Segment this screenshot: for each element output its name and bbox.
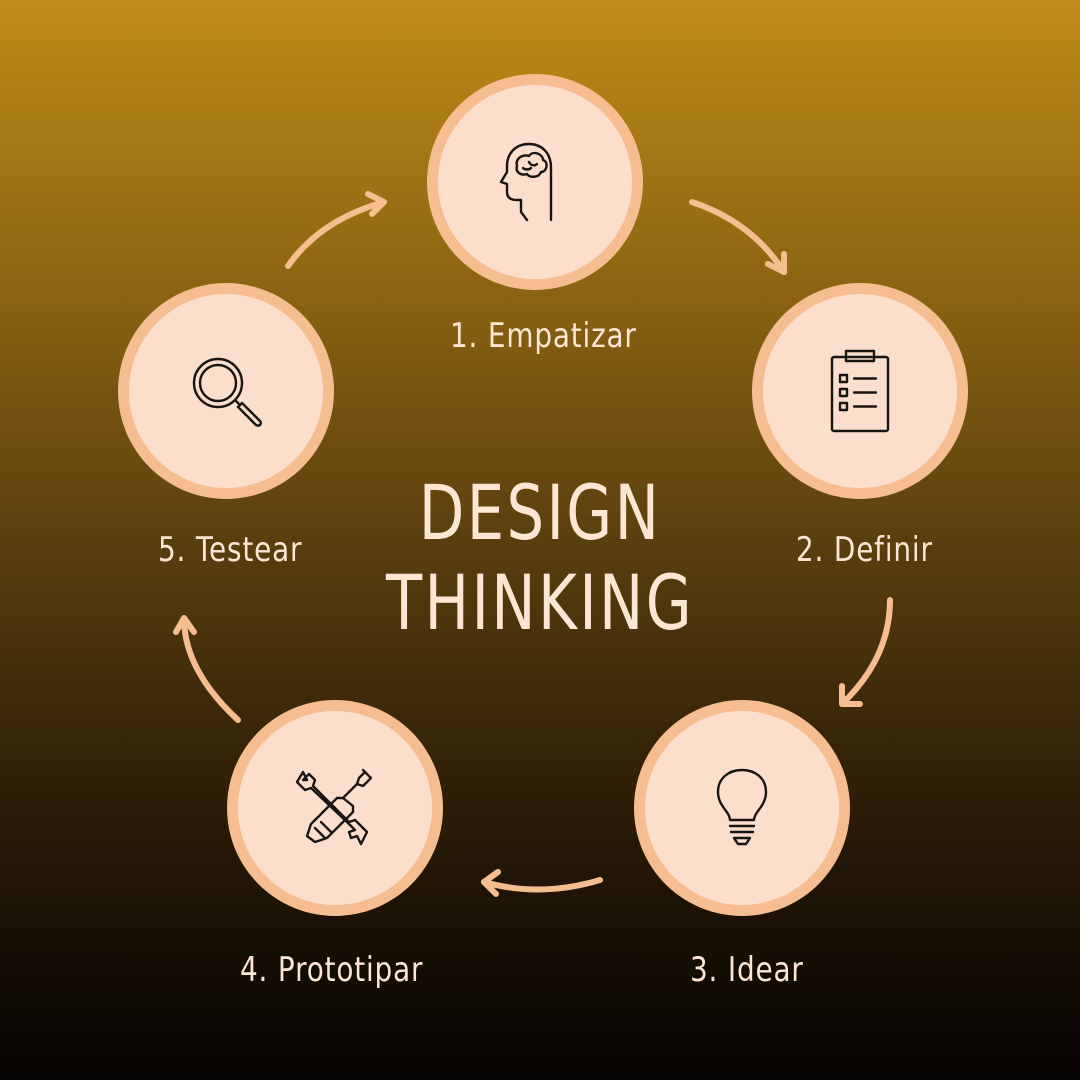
arrow-empatizar-to-definir	[689, 199, 787, 275]
step-circle-fill	[763, 294, 957, 488]
step-node-testear	[118, 283, 334, 499]
step-circle-fill	[438, 85, 632, 279]
step-node-empatizar	[427, 74, 643, 290]
step-label-testear: 5. Testear	[158, 530, 303, 570]
step-label-prototipar: 4. Prototipar	[240, 950, 424, 990]
step-node-prototipar	[227, 700, 443, 916]
step-label-idear: 3. Idear	[690, 950, 804, 990]
clipboard-checklist-icon	[830, 349, 890, 433]
arrow-prototipar-to-testear	[173, 615, 241, 723]
step-node-definir	[752, 283, 968, 499]
step-circle-fill	[129, 294, 323, 488]
head-brain-icon	[499, 142, 553, 222]
title-line-2: THINKING	[386, 558, 694, 647]
diagram-title: DESIGN THINKING	[340, 468, 740, 648]
wrench-screwdriver-icon	[295, 768, 373, 846]
step-node-idear	[634, 700, 850, 916]
magnifier-icon	[192, 357, 262, 427]
step-label-definir: 2. Definir	[796, 530, 933, 570]
step-circle-fill	[238, 711, 432, 905]
lightbulb-icon	[716, 768, 768, 846]
title-line-1: DESIGN	[418, 468, 662, 557]
arrow-definir-to-idear	[839, 597, 893, 707]
arrow-idear-to-prototipar	[481, 869, 603, 897]
step-label-empatizar: 1. Empatizar	[450, 316, 637, 356]
step-circle-fill	[645, 711, 839, 905]
arrow-testear-to-empatizar	[285, 191, 387, 269]
